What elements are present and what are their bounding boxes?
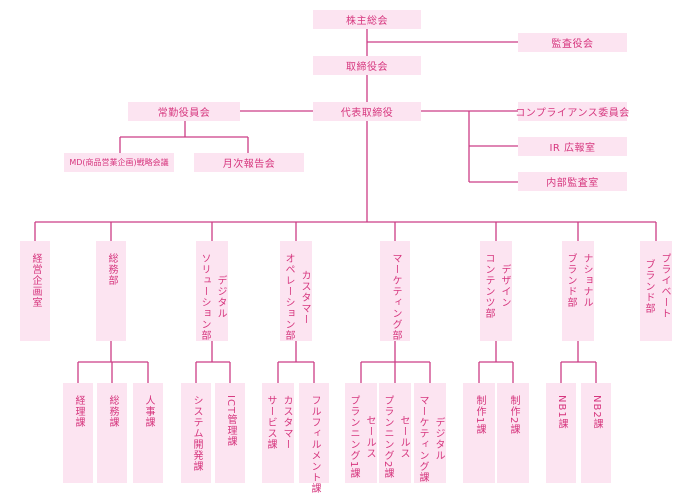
section-sales-planning-2-box: セールス プランニング2課 [379, 383, 411, 483]
internal-audit-box: 内部監査室 [518, 172, 627, 191]
compliance-committee-box: コンプライアンス委員会 [515, 102, 629, 121]
section-ict-box: ICT管理課 [215, 383, 245, 483]
section-fulfillment-box: フルフィルメント課 [299, 383, 329, 494]
section-nb1-box: NB1課 [546, 383, 576, 483]
section-hr-box: 人事課 [133, 383, 163, 483]
dept-general-affairs-box: 総務部 [96, 241, 126, 341]
dept-digital-solutions-box: デジタル ソリューション部 [196, 241, 228, 341]
board-of-auditors-box: 監査役会 [518, 33, 627, 52]
dept-customer-operations-box: カスタマー オペレーション部 [280, 241, 312, 341]
dept-marketing-box: マーケティング部 [380, 241, 410, 341]
monthly-report-box: 月次報告会 [194, 153, 304, 172]
shareholders-meeting-box: 株主総会 [313, 10, 421, 29]
dept-planning-box: 経営企画室 [20, 241, 50, 341]
dept-private-brand-box: プライベート ブランド部 [640, 241, 672, 341]
section-sales-planning-1-box: セールス プランニング1課 [345, 383, 377, 483]
dept-national-brand-box: ナショナル ブランド部 [562, 241, 594, 341]
section-general-box: 総務課 [97, 383, 127, 483]
section-nb2-box: NB2課 [581, 383, 611, 483]
dept-design-content-box: デザイン コンテンツ部 [480, 241, 512, 341]
representative-director-box: 代表取締役 [313, 102, 421, 121]
section-customer-service-box: カスタマー サービス課 [262, 383, 294, 483]
section-digital-marketing-box: デジタル マーケティング課 [414, 383, 446, 483]
section-production-1-box: 制作1課 [463, 383, 495, 483]
section-production-2-box: 制作2課 [497, 383, 529, 483]
ir-office-box: IR 広報室 [518, 137, 627, 156]
executive-committee-box: 常勤役員会 [128, 102, 240, 121]
board-of-directors-box: 取締役会 [313, 56, 421, 75]
section-system-dev-box: システム開発課 [181, 383, 211, 483]
section-accounting-box: 経理課 [63, 383, 93, 483]
md-strategy-meeting-box: MD(商品営業企画)戦略会議 [64, 153, 174, 172]
